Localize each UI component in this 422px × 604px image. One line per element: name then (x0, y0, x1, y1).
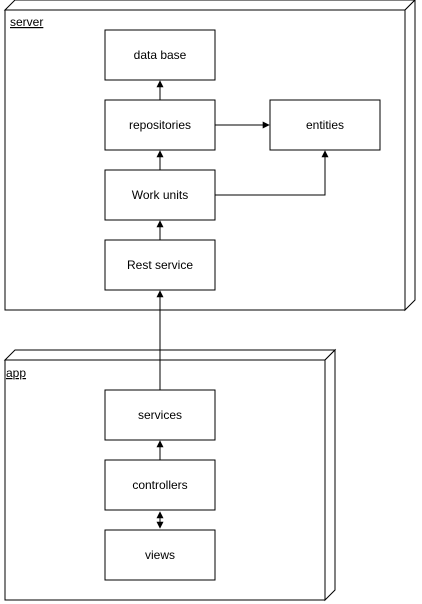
work-units-label: Work units (132, 188, 188, 202)
app-node-side-face (324, 348, 336, 602)
server-node-top-face (3, 0, 416, 11)
data-base-box-rect (104, 29, 216, 81)
controllers-box-rect (104, 459, 216, 511)
rest-service-box: Rest service (104, 239, 216, 291)
views-label: views (145, 548, 175, 562)
entities-box: entities (269, 99, 381, 151)
server-node-title: server (10, 15, 43, 29)
controllers-label: controllers (132, 478, 187, 492)
views-box-rect (104, 529, 216, 581)
app-node-title: app (6, 366, 26, 380)
arrow-work-units-to-entities (215, 150, 329, 196)
connectors (156, 80, 329, 529)
data-base-label: data base (134, 48, 187, 62)
rest-service-label: Rest service (127, 258, 193, 272)
rest-service-box-rect (104, 239, 216, 291)
entities-label: entities (306, 118, 344, 132)
repositories-label: repositories (129, 118, 191, 132)
work-units-box: Work units (104, 169, 216, 221)
app-node-top-face (3, 349, 337, 361)
data-base-box: data base (104, 29, 216, 81)
views-box: views (104, 529, 216, 581)
controllers-box: controllers (104, 459, 216, 511)
repositories-box: repositories (104, 99, 216, 151)
server-node-side-face (404, 0, 416, 312)
services-label: services (138, 408, 182, 422)
services-box: services (104, 389, 216, 441)
services-box-rect (104, 389, 216, 441)
entities-box-rect (269, 99, 381, 151)
